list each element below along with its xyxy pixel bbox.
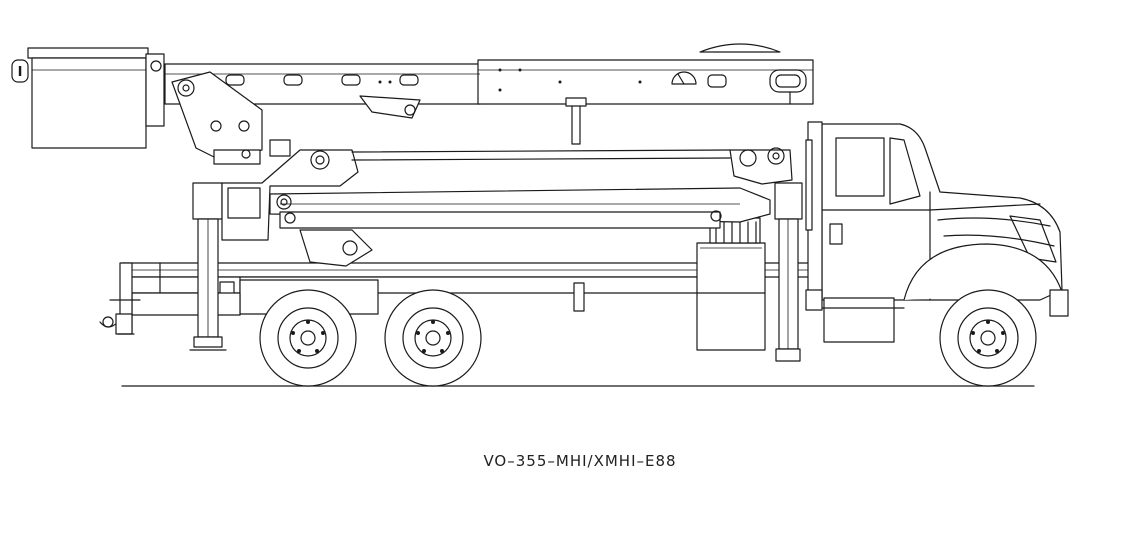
- truck-bed: [121, 262, 813, 316]
- aerial-bucket: I: [11, 47, 165, 149]
- turret: [221, 149, 373, 267]
- truck-cab: [805, 121, 1069, 343]
- model-label: VO–355–MHI/XMHI–E88: [483, 452, 677, 470]
- lower-boom: [269, 147, 793, 229]
- upper-boom: [164, 43, 814, 165]
- front-outrigger: [774, 182, 803, 362]
- control-panel: [696, 217, 766, 351]
- rear-outrigger: [189, 182, 227, 351]
- rear-tow-hook: [99, 262, 141, 335]
- rear-wheel-2: [384, 289, 482, 387]
- bucket-mark: I: [18, 65, 23, 80]
- front-wheel: [939, 289, 1037, 387]
- rear-wheel-1: [259, 289, 357, 387]
